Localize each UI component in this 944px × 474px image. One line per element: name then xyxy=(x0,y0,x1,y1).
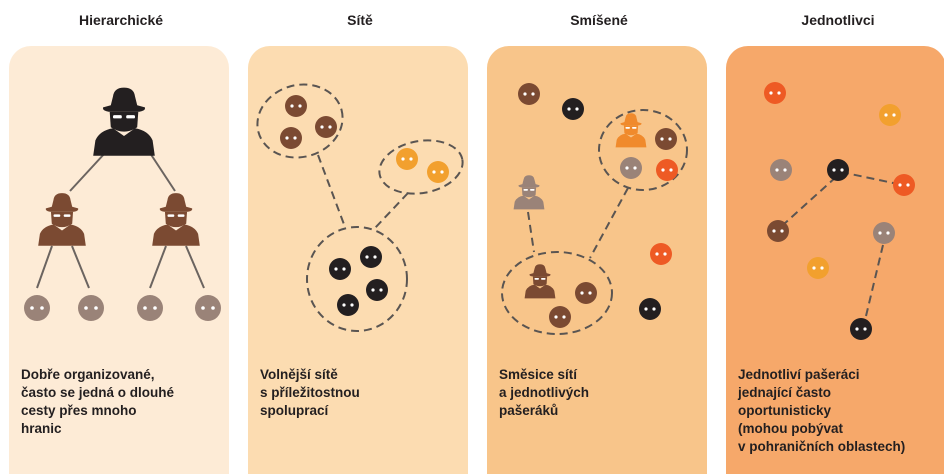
individual-links xyxy=(783,171,899,317)
column-title-networks: Sítě xyxy=(347,12,373,28)
smuggler-dot xyxy=(24,295,50,321)
network-clusters xyxy=(256,83,464,332)
grey-smuggler-icon xyxy=(513,175,545,210)
mixed-links xyxy=(501,109,688,335)
panel-mixed xyxy=(487,46,707,474)
smuggler-dot xyxy=(78,295,104,321)
panel-individuals xyxy=(726,46,944,474)
mixed-dots xyxy=(518,83,678,328)
hierarchy-links xyxy=(36,152,205,289)
lieutenant-icon xyxy=(152,193,200,246)
boss-icon xyxy=(93,87,155,156)
lieutenant-icon xyxy=(38,193,86,246)
column-title-hierarchical: Hierarchické xyxy=(78,12,164,28)
orange-leader-icon xyxy=(615,113,647,148)
smuggler-dot xyxy=(137,295,163,321)
panel-networks xyxy=(248,46,468,474)
member-dot xyxy=(280,95,449,316)
caption-networks: Volnější sítě s příležitostnou spoluprac… xyxy=(260,367,360,418)
smuggler-dot xyxy=(195,295,221,321)
caption-hierarchical: Dobře organizované, často se jedná o dlo… xyxy=(21,367,175,436)
caption-individuals: Jednotliví pašeráci jednající často opor… xyxy=(738,367,906,454)
brown-leader-icon xyxy=(524,264,556,299)
individual-dots xyxy=(764,82,915,340)
caption-mixed: Směsice sítí a jednotlivých pašeráků xyxy=(499,367,590,418)
column-title-mixed: Smíšené xyxy=(570,12,628,28)
column-title-individuals: Jednotlivci xyxy=(801,12,875,28)
